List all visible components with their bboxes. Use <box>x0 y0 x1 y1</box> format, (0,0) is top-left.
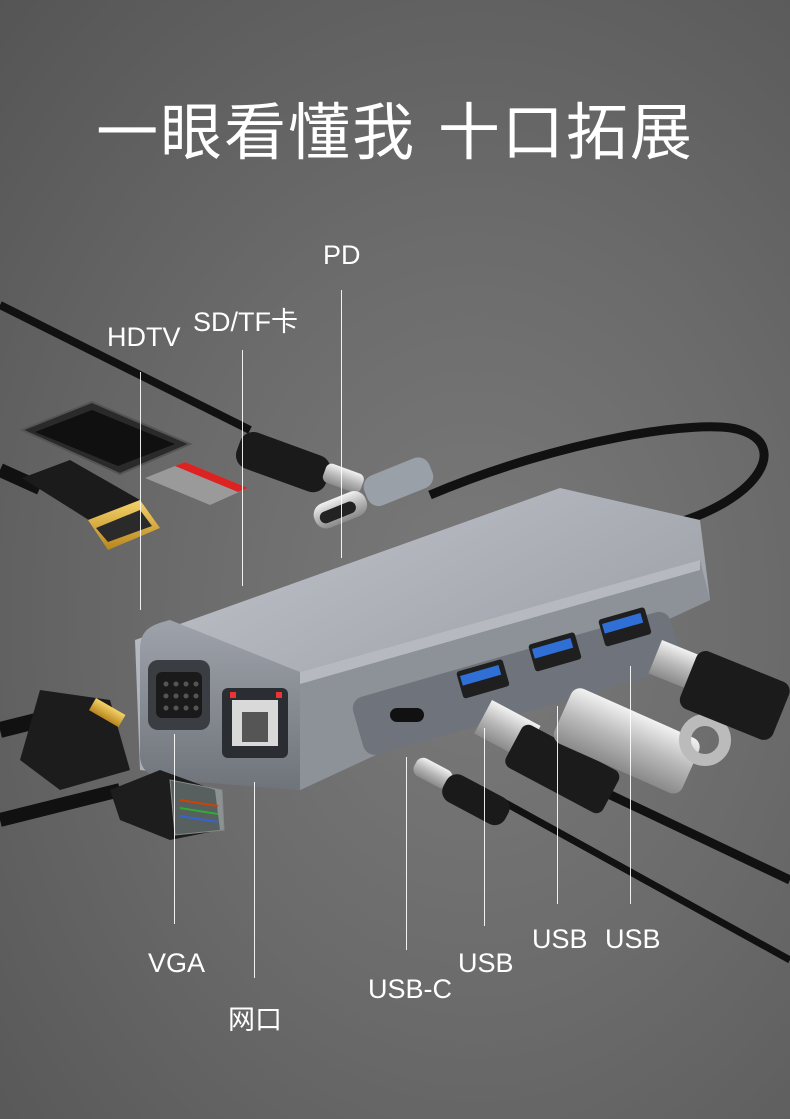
lan-label: 网口 <box>228 1005 282 1035</box>
usb-a-port-icons <box>456 607 652 699</box>
hdtv-leader-line <box>140 372 141 610</box>
lan-leader-line <box>254 782 255 978</box>
usb1-leader-line <box>484 728 485 926</box>
tf-card-icon <box>145 462 248 505</box>
vga-port-icon <box>148 660 210 730</box>
usb3-leader-line <box>630 666 631 904</box>
ethernet-port-icon <box>222 688 288 758</box>
ethernet-cable <box>0 770 225 840</box>
sdtf-label: SD/TF卡 <box>193 307 298 337</box>
vga-label: VGA <box>148 948 206 978</box>
usb1-label: USB <box>458 948 514 978</box>
hdtv-label: HDTV <box>107 322 181 352</box>
hdmi-cable <box>0 460 160 550</box>
page-title: 一眼看懂我 十口拓展 <box>96 96 694 169</box>
sd-card-icon <box>19 400 193 476</box>
pd-label: PD <box>323 240 361 270</box>
sdtf-leader-line <box>242 350 243 586</box>
usb-c-cable <box>413 757 790 964</box>
pd-leader-line <box>341 290 342 558</box>
usbc-label: USB-C <box>368 974 453 1004</box>
usb2-leader-line <box>557 706 558 904</box>
usbc-leader-line <box>406 757 407 950</box>
usb-a-plug-2 <box>648 640 790 740</box>
usb-a-plug-1 <box>474 700 790 885</box>
vga-leader-line <box>174 734 175 924</box>
usb-flash-drive <box>553 688 731 794</box>
pd-cable <box>0 301 364 493</box>
usb-c-port-icon <box>390 708 424 722</box>
usb2-label: USB <box>532 924 588 954</box>
vga-cable <box>0 690 130 790</box>
hub-cable <box>313 422 769 530</box>
usb3-label: USB <box>605 924 661 954</box>
